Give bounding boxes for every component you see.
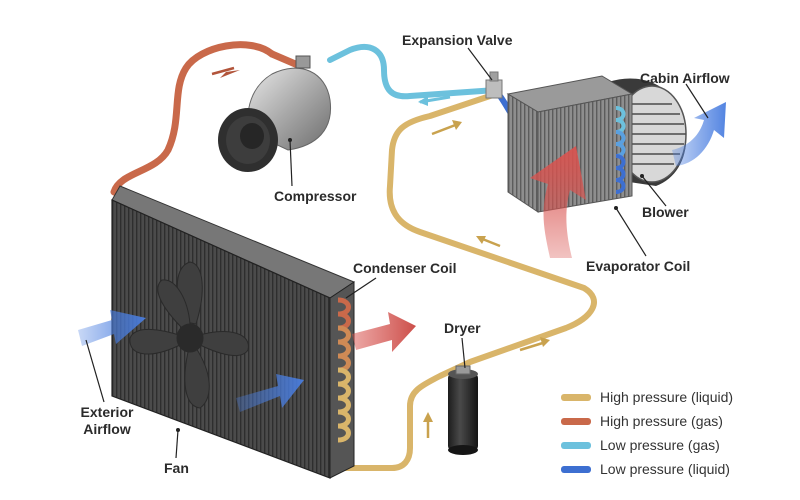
legend-swatch bbox=[561, 394, 591, 401]
leader-lines bbox=[85, 47, 709, 459]
legend-label: Low pressure (gas) bbox=[600, 437, 720, 453]
legend-label: Low pressure (liquid) bbox=[600, 461, 730, 477]
condenser bbox=[111, 185, 356, 479]
legend-swatch bbox=[561, 418, 591, 425]
fan-label: Fan bbox=[164, 460, 189, 476]
high-pressure-liquid-line bbox=[342, 91, 597, 471]
dryer-label: Dryer bbox=[444, 320, 481, 336]
compressor bbox=[218, 55, 332, 172]
evaporator-coil-label: Evaporator Coil bbox=[586, 258, 691, 274]
legend-swatch bbox=[561, 442, 591, 449]
expansion-valve-label: Expansion Valve bbox=[402, 32, 513, 48]
legend-label: High pressure (gas) bbox=[600, 413, 723, 429]
low-pressure-gas-line bbox=[327, 43, 499, 100]
compressor-label: Compressor bbox=[274, 188, 357, 204]
condenser-coil-label: Condenser Coil bbox=[353, 260, 457, 276]
hot-exhaust-arrow bbox=[352, 312, 416, 352]
legend-label: High pressure (liquid) bbox=[600, 389, 734, 405]
exterior-airflow-label-line2: Airflow bbox=[83, 421, 131, 437]
exterior-airflow-label: Exterior Airflow bbox=[74, 404, 140, 438]
flow-arrows bbox=[211, 66, 550, 438]
legend-swatch bbox=[561, 466, 591, 473]
exterior-airflow-label-line1: Exterior bbox=[80, 404, 134, 420]
exterior-airflow-arrow-through bbox=[236, 374, 304, 412]
exterior-airflow-arrow-left bbox=[78, 310, 146, 346]
expansion-valve bbox=[485, 71, 503, 99]
fan bbox=[129, 261, 249, 409]
cabin-airflow-label: Cabin Airflow bbox=[640, 70, 730, 86]
evaporator-coil bbox=[506, 75, 634, 213]
refrigerant-lines bbox=[110, 41, 597, 471]
dryer bbox=[448, 365, 478, 455]
hot-air-arrow bbox=[530, 146, 586, 258]
blower-label: Blower bbox=[642, 204, 689, 220]
high-pressure-gas-line bbox=[110, 41, 276, 196]
cabin-airflow-arrow bbox=[672, 102, 726, 166]
